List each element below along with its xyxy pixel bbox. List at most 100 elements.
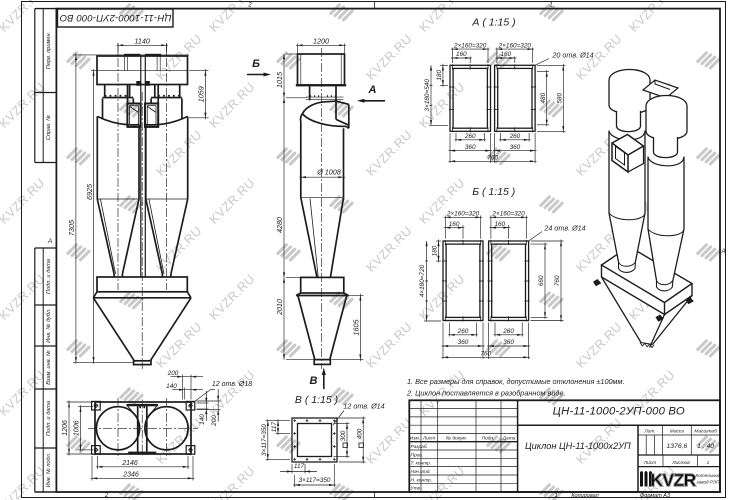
svg-text:160: 160 xyxy=(500,51,511,58)
svg-text:200: 200 xyxy=(167,370,179,377)
svg-text:1200: 1200 xyxy=(313,37,329,46)
svg-text:Циклон ЦН-11-1000х2УП: Циклон ЦН-11-1000х2УП xyxy=(525,441,631,451)
svg-text:Инв. № подл.: Инв. № подл. xyxy=(46,453,52,488)
svg-text:2×160=320: 2×160=320 xyxy=(491,211,525,218)
svg-text:KVZR: KVZR xyxy=(650,470,696,490)
svg-text:Дата: Дата xyxy=(502,435,516,441)
svg-text:Н. контр.: Н. контр. xyxy=(411,477,433,483)
svg-text:2. Циклон поставляется в разоб: 2. Циклон поставляется в разобранном вид… xyxy=(406,388,566,397)
svg-text:1006: 1006 xyxy=(74,420,81,436)
svg-text:Справ. №: Справ. № xyxy=(46,115,52,140)
svg-text:Масса: Масса xyxy=(670,428,685,434)
svg-text:4280: 4280 xyxy=(275,217,284,233)
svg-text:360: 360 xyxy=(465,144,476,151)
svg-text:Котельный: Котельный xyxy=(696,472,721,478)
svg-text:260: 260 xyxy=(502,328,514,335)
svg-text:Подп. и дата: Подп. и дата xyxy=(46,259,52,294)
svg-text:180: 180 xyxy=(432,245,439,256)
svg-text:160: 160 xyxy=(449,221,460,228)
svg-text:Листов: Листов xyxy=(671,460,690,466)
svg-text:2×160=320: 2×160=320 xyxy=(453,42,487,49)
svg-text:260: 260 xyxy=(457,328,469,335)
svg-text:760: 760 xyxy=(554,275,561,286)
svg-text:ЦН-11-1000-2УП-000 ВО: ЦН-11-1000-2УП-000 ВО xyxy=(553,406,685,418)
svg-text:KVZR: KVZR xyxy=(650,470,696,490)
svg-text:ЦН-11-1000-2УП-000 ВО: ЦН-11-1000-2УП-000 ВО xyxy=(59,12,171,23)
svg-text:1 : 40: 1 : 40 xyxy=(697,443,714,450)
svg-text:4×180=720: 4×180=720 xyxy=(419,264,426,297)
svg-text:3×117=350: 3×117=350 xyxy=(299,477,331,484)
svg-text:660: 660 xyxy=(538,275,545,286)
svg-text:360: 360 xyxy=(503,339,514,346)
svg-text:№ докум.: № докум. xyxy=(446,435,467,441)
svg-text:1: 1 xyxy=(554,493,557,499)
svg-text:Ø 1008: Ø 1008 xyxy=(316,167,341,176)
svg-text:Лист: Лист xyxy=(422,435,435,441)
svg-text:Нач.отд.: Нач.отд. xyxy=(411,469,431,475)
svg-text:Подп.: Подп. xyxy=(482,435,495,441)
svg-text:300: 300 xyxy=(340,430,347,441)
svg-text:360: 360 xyxy=(510,144,521,151)
svg-text:160: 160 xyxy=(494,221,505,228)
svg-text:140: 140 xyxy=(166,383,177,390)
svg-text:1206: 1206 xyxy=(62,420,69,436)
svg-text:360: 360 xyxy=(458,339,469,346)
svg-text:20 отв. Ø14: 20 отв. Ø14 xyxy=(551,51,593,60)
svg-text:3×117=350: 3×117=350 xyxy=(261,424,268,456)
svg-text:2010: 2010 xyxy=(275,299,284,316)
svg-text:1: 1 xyxy=(549,3,552,9)
svg-text:117: 117 xyxy=(294,463,305,470)
svg-text:Изм.: Изм. xyxy=(410,435,420,441)
svg-text:Перв. примен.: Перв. примен. xyxy=(46,32,52,69)
svg-text:6925: 6925 xyxy=(85,183,94,200)
svg-text:Подп. и дата: Подп. и дата xyxy=(46,401,52,436)
svg-text:12 отв. Ø14: 12 отв. Ø14 xyxy=(343,402,384,411)
svg-text:1376,6: 1376,6 xyxy=(667,443,688,450)
svg-text:Лист: Лист xyxy=(643,460,656,466)
svg-text:580: 580 xyxy=(557,93,564,104)
svg-text:1: 1 xyxy=(707,460,710,466)
svg-text:2346: 2346 xyxy=(122,472,139,479)
svg-text:Копировал: Копировал xyxy=(571,493,598,499)
svg-text:А: А xyxy=(720,248,725,255)
svg-text:160: 160 xyxy=(456,51,467,58)
svg-text:Утв.: Утв. xyxy=(411,486,422,492)
svg-text:А: А xyxy=(47,238,52,245)
svg-text:2×160=320: 2×160=320 xyxy=(446,211,480,218)
svg-text:Формат А3: Формат А3 xyxy=(640,493,671,499)
svg-text:1. Все размеры для справок, до: 1. Все размеры для справок, допустимые о… xyxy=(407,377,625,386)
svg-text:760: 760 xyxy=(480,351,491,358)
svg-text:1059: 1059 xyxy=(197,86,206,102)
svg-text:7305: 7305 xyxy=(67,219,76,236)
svg-text:760: 760 xyxy=(487,155,498,162)
svg-text:12 отв. Ø18: 12 отв. Ø18 xyxy=(212,381,252,388)
svg-text:480: 480 xyxy=(540,92,547,103)
svg-text:Взам. инв. №: Взам. инв. № xyxy=(46,350,52,385)
svg-text:200: 200 xyxy=(211,415,218,427)
svg-text:117: 117 xyxy=(271,422,278,433)
svg-text:Б: Б xyxy=(252,58,260,70)
svg-text:3×180=540: 3×180=540 xyxy=(424,79,431,112)
svg-text:А: А xyxy=(368,84,377,96)
svg-text:260: 260 xyxy=(509,133,521,140)
svg-text:В: В xyxy=(310,375,318,387)
svg-text:400: 400 xyxy=(356,428,363,439)
svg-text:Разраб.: Разраб. xyxy=(411,444,428,450)
svg-text:24 отв. Ø14: 24 отв. Ø14 xyxy=(543,224,585,233)
svg-text:2: 2 xyxy=(247,3,252,9)
svg-text:Масштаб: Масштаб xyxy=(694,428,717,434)
svg-text:1605: 1605 xyxy=(352,319,361,336)
svg-text:В ( 1:15 ): В ( 1:15 ) xyxy=(295,394,338,406)
svg-text:Т. контр.: Т. контр. xyxy=(411,461,432,467)
svg-text:Лит.: Лит. xyxy=(643,428,655,434)
svg-text:Инв. № дубл.: Инв. № дубл. xyxy=(46,308,52,342)
svg-text:завод РЭП: завод РЭП xyxy=(696,480,721,485)
svg-text:140: 140 xyxy=(199,414,206,425)
svg-text:2×160=320: 2×160=320 xyxy=(498,42,532,49)
svg-text:260: 260 xyxy=(464,133,476,140)
svg-text:1140: 1140 xyxy=(134,37,149,46)
svg-text:Пров.: Пров. xyxy=(411,452,424,458)
svg-text:2146: 2146 xyxy=(121,460,138,467)
svg-text:Б ( 1:15 ): Б ( 1:15 ) xyxy=(472,186,515,198)
svg-text:А ( 1:15 ): А ( 1:15 ) xyxy=(471,17,515,29)
